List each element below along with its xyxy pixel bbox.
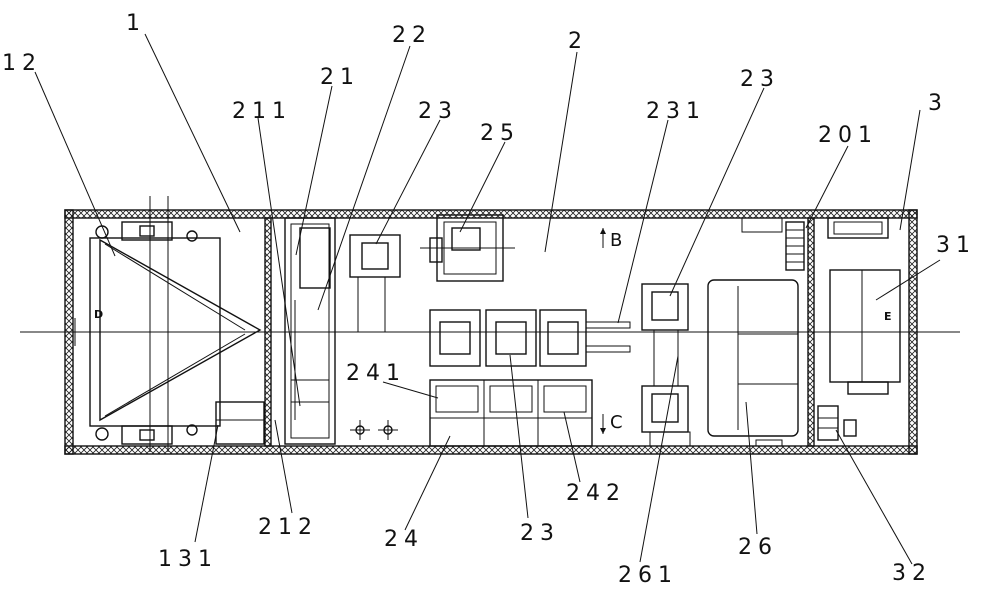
label-212: 212	[258, 515, 318, 540]
unit-25	[420, 215, 515, 281]
label-1: 1	[126, 11, 146, 36]
label-241: 241	[346, 361, 406, 386]
sofa-26	[708, 280, 798, 446]
section-mark-d: D	[94, 308, 103, 321]
label-31: 31	[936, 233, 976, 258]
label-231: 231	[646, 99, 706, 124]
floor-markers	[350, 420, 398, 440]
chair-row	[430, 310, 630, 366]
label-25: 25	[480, 121, 520, 146]
label-2: 2	[568, 29, 588, 54]
cabinet-row-24	[430, 380, 592, 446]
label-211: 211	[232, 99, 292, 124]
label-22: 22	[392, 23, 432, 48]
section-mark-b: B	[610, 230, 622, 251]
label-26: 26	[738, 535, 778, 560]
section-mark-c: C	[610, 412, 623, 433]
label-23-right: 23	[740, 67, 780, 92]
label-131: 131	[158, 547, 218, 572]
section-marks: B C D E	[75, 228, 900, 434]
label-24: 24	[384, 527, 424, 552]
bottom-mount	[122, 426, 172, 444]
label-261: 261	[618, 563, 678, 588]
label-3: 3	[928, 91, 948, 116]
room-3-equipment	[818, 218, 900, 440]
label-242: 242	[566, 481, 626, 506]
hopper-triangle	[100, 240, 260, 420]
label-32: 32	[892, 561, 932, 586]
label-23-bottom: 23	[520, 521, 560, 546]
element-201	[742, 218, 804, 270]
box-131	[216, 402, 264, 444]
label-21: 21	[320, 65, 360, 90]
label-201: 201	[818, 123, 878, 148]
leader-lines	[35, 34, 940, 564]
section-mark-e: E	[884, 310, 892, 323]
label-12: 12	[2, 51, 42, 76]
radiator-assembly	[285, 218, 335, 444]
unit-23-top	[350, 235, 400, 332]
label-23-top: 23	[418, 99, 458, 124]
room-1-equipment	[90, 196, 264, 452]
